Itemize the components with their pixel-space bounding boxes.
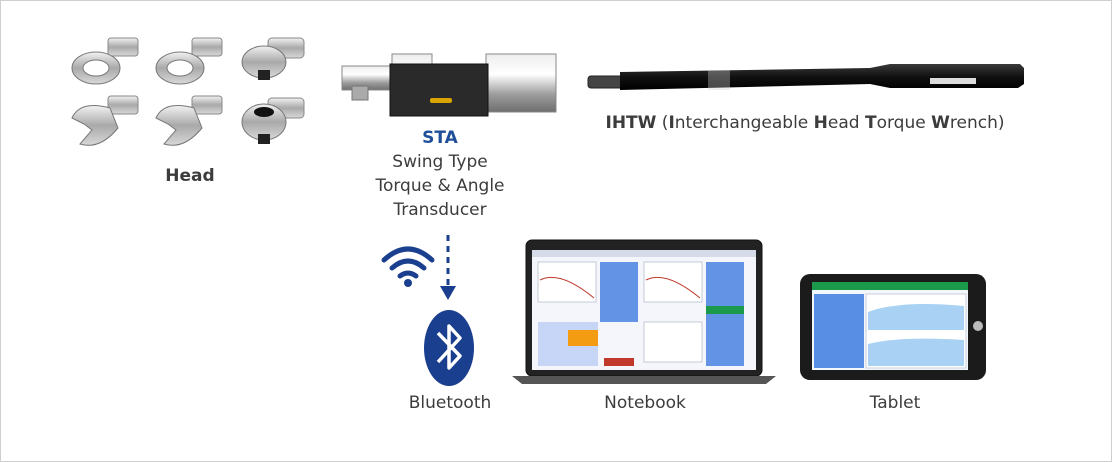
ihtw-label-part: nterchangeable [674, 113, 814, 133]
ihtw-label-part: rench) [949, 113, 1005, 133]
head-label: Head [165, 166, 215, 186]
sta-line-1: Swing Type [392, 152, 488, 172]
wifi-icon [381, 246, 435, 287]
head-ring-2 [155, 37, 223, 85]
head-open-2 [155, 95, 223, 146]
dashed-arrow-down-icon [440, 235, 456, 300]
ihtw-wrench [587, 64, 1024, 90]
sta-title: STA [422, 128, 458, 148]
notebook-device [512, 239, 776, 384]
head-ring-1 [71, 37, 139, 85]
bluetooth-icon [424, 310, 474, 386]
notebook-label: Notebook [604, 393, 686, 413]
head-ratchet-2 [241, 97, 305, 144]
ihtw-label-part: W [931, 113, 950, 133]
ihtw-label-part: T [864, 113, 877, 133]
head-ratchet-1 [241, 37, 305, 80]
sta-line-3: Transducer [393, 200, 487, 220]
bluetooth-label: Bluetooth [408, 393, 492, 413]
ihtw-label-part: IHTW [605, 113, 657, 133]
ihtw-label-part: I [668, 113, 675, 133]
sta-line-2: Torque & Angle [375, 176, 505, 196]
sta-transducer [341, 53, 557, 117]
ihtw-label-part: orque [876, 113, 932, 133]
ihtw-label-part: H [813, 113, 828, 133]
ihtw-label-part: ( [656, 113, 669, 133]
ihtw-label: IHTW (Interchangeable Head Torque Wrench… [560, 113, 1050, 133]
head-open-1 [71, 95, 139, 146]
ihtw-label-part: ead [827, 113, 865, 133]
tablet-label: Tablet [869, 393, 921, 413]
tablet-device [800, 274, 986, 380]
